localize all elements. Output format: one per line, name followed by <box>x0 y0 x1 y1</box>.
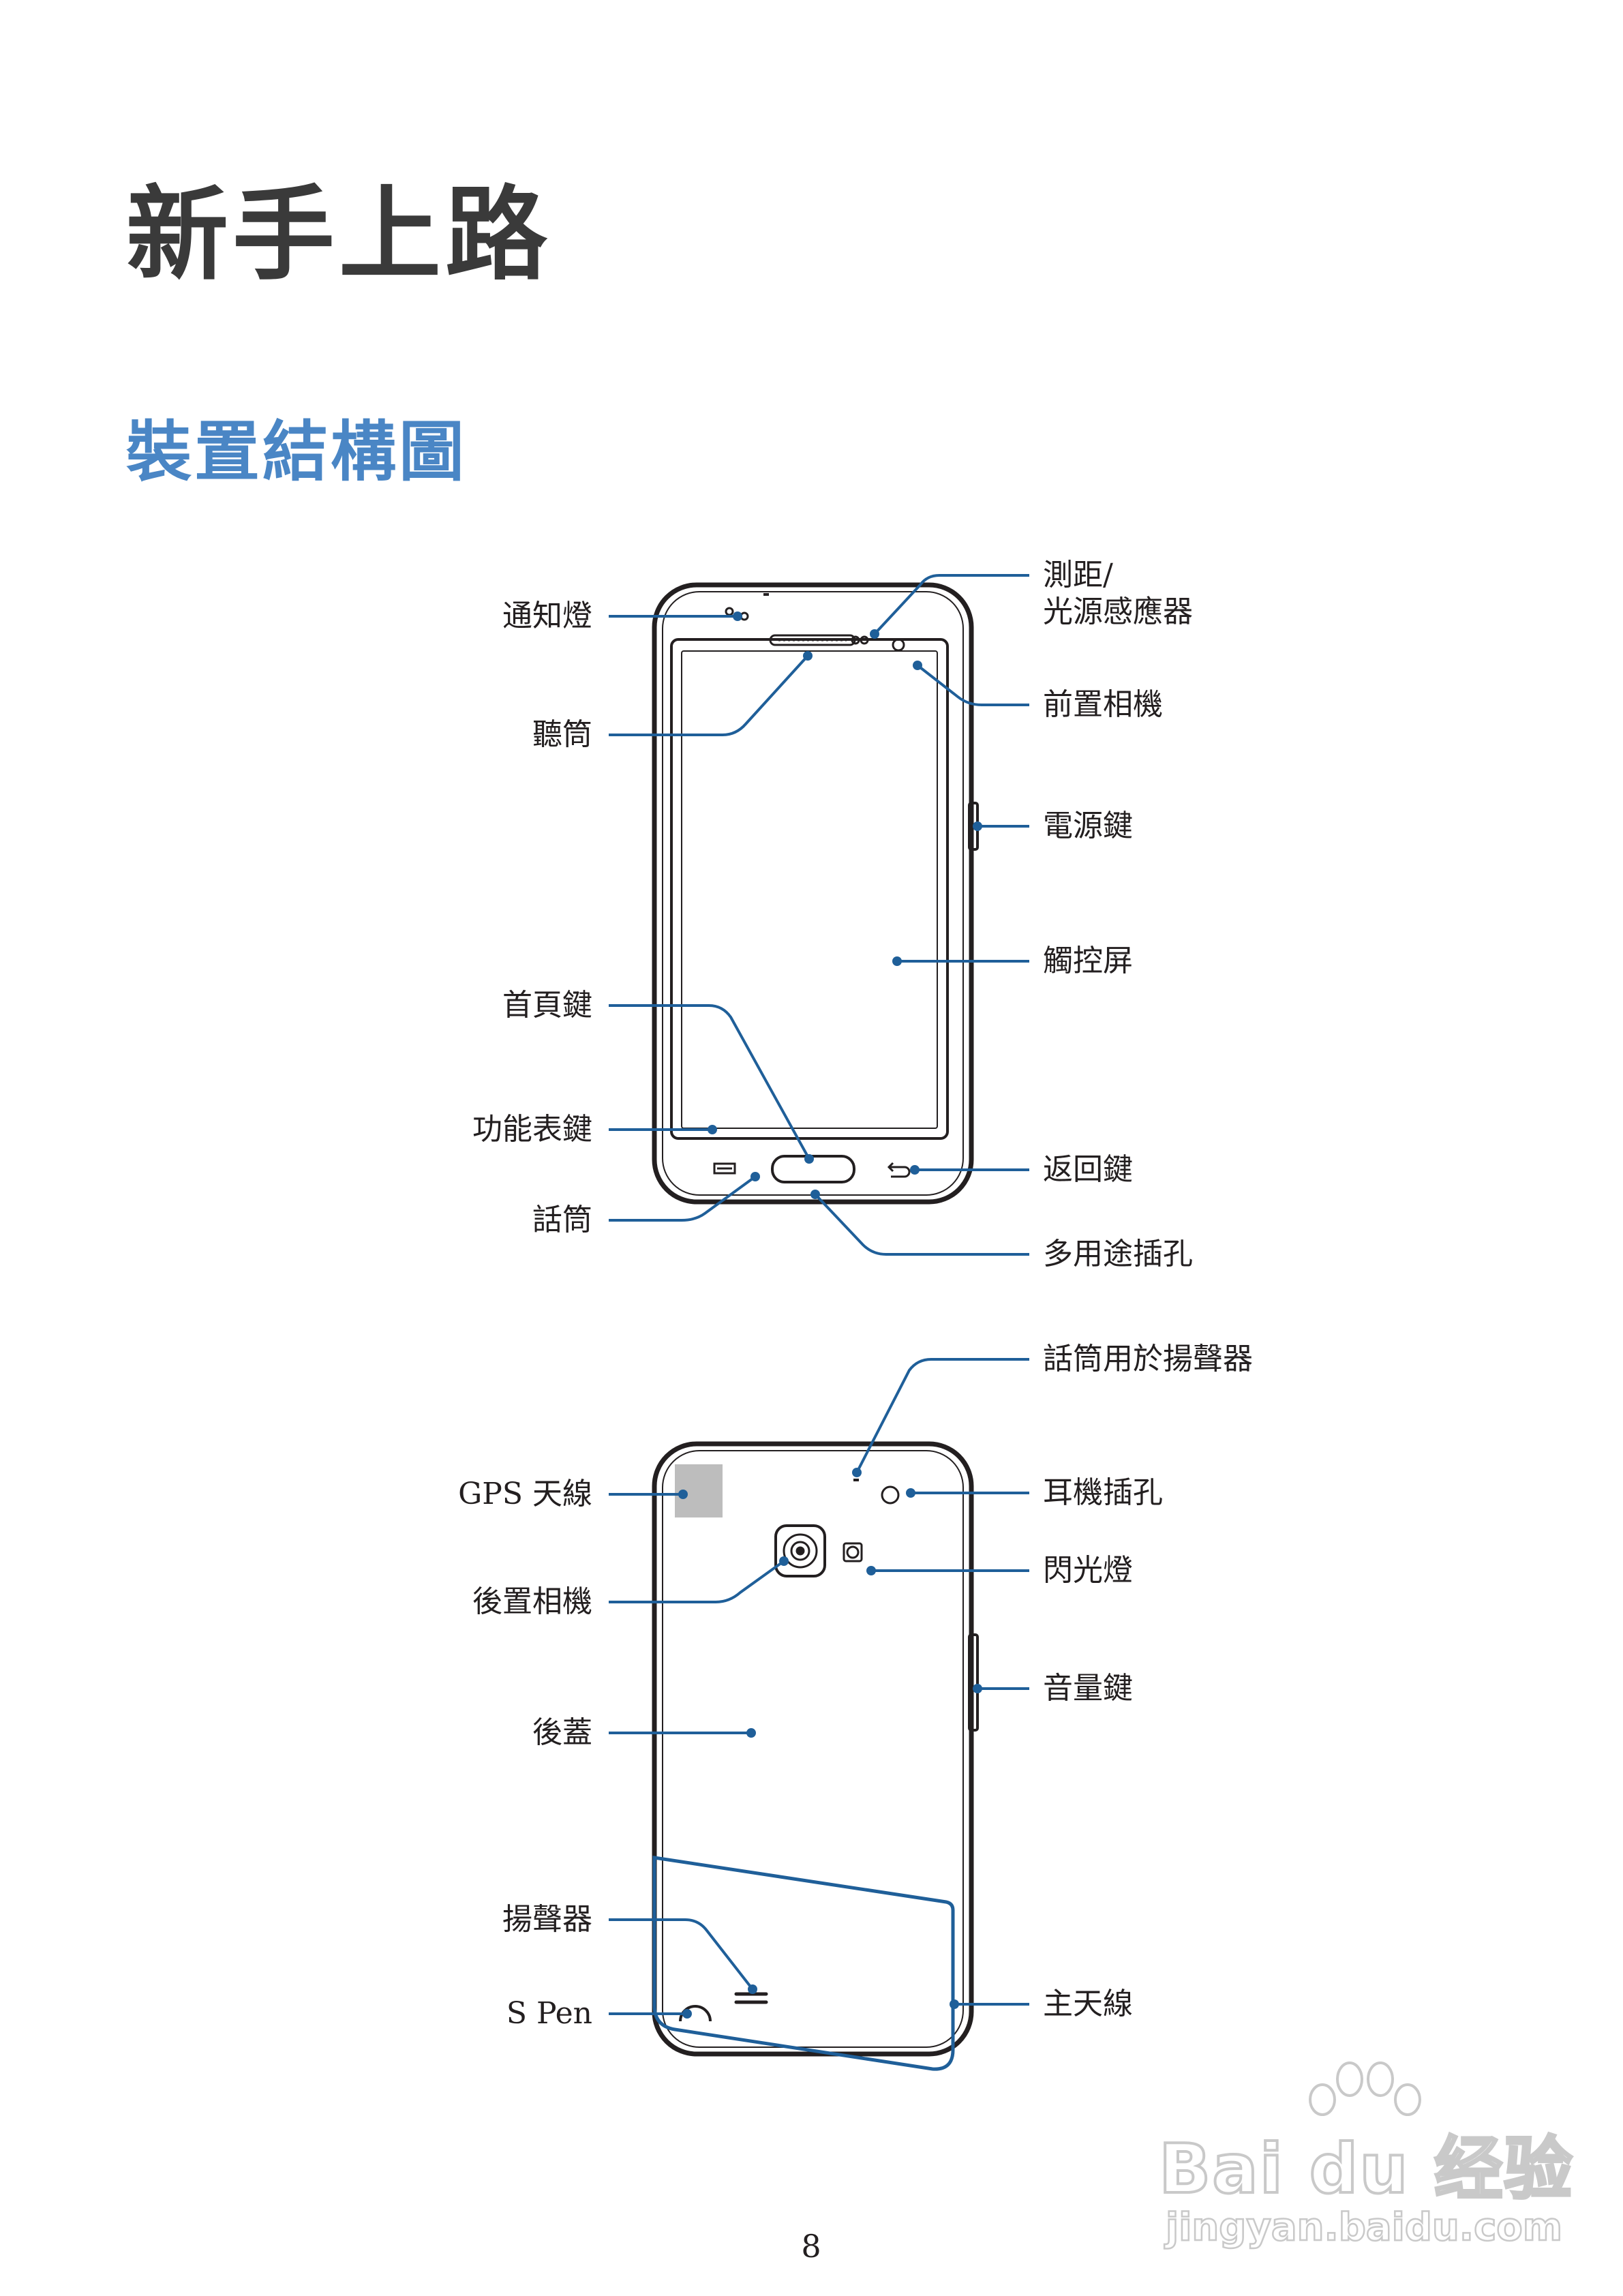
main-antenna-outline <box>652 1856 955 2071</box>
label-speaker: 揚聲器 <box>502 1902 592 1937</box>
label-proximity-sensor: 測距/ 光源感應器 <box>1043 558 1193 629</box>
paw-logo-icon <box>1309 2061 1421 2116</box>
label-power-key: 電源鍵 <box>1043 809 1133 843</box>
label-rear-camera: 後置相機 <box>472 1584 592 1619</box>
label-touch-screen: 觸控屏 <box>1043 943 1133 978</box>
leader-lines <box>609 574 1029 2015</box>
watermark-url: jingyan.baidu.com <box>1165 2205 1564 2251</box>
label-s-pen: S Pen <box>506 1996 592 2031</box>
leader-dots <box>678 611 982 2019</box>
watermark-brand: Bai du 经验 <box>1157 2128 1574 2210</box>
label-front-camera: 前置相機 <box>1043 687 1163 722</box>
label-multipurpose-jack: 多用途插孔 <box>1043 1237 1193 1271</box>
label-earpiece: 聽筒 <box>532 717 592 752</box>
label-volume-key: 音量鍵 <box>1043 1671 1133 1706</box>
label-flash: 閃光燈 <box>1043 1553 1133 1588</box>
label-back-key: 返回鍵 <box>1043 1152 1133 1187</box>
label-main-antenna: 主天線 <box>1043 1987 1133 2021</box>
label-speakerphone-mic: 話筒用於揚聲器 <box>1043 1342 1253 1376</box>
label-microphone: 話筒 <box>532 1203 592 1237</box>
label-headset-jack: 耳機插孔 <box>1043 1475 1163 1510</box>
section-title: 裝置結構圖 <box>126 414 467 490</box>
label-back-cover: 後蓋 <box>532 1715 592 1750</box>
label-home-key: 首頁鍵 <box>502 988 592 1023</box>
rear-view-phone <box>652 1441 979 2057</box>
label-menu-key: 功能表鍵 <box>472 1112 592 1147</box>
front-view-details <box>713 593 911 1183</box>
label-gps-antenna: GPS 天線 <box>458 1477 592 1511</box>
rear-view-details <box>679 1524 863 2022</box>
chapter-title: 新手上路 <box>126 176 552 294</box>
page-number: 8 <box>801 2228 821 2265</box>
baidu-watermark: Bai du 经验 jingyan.baidu.com <box>1157 2052 1581 2256</box>
front-view-phone <box>652 582 979 1205</box>
label-notification-light: 通知燈 <box>502 599 592 633</box>
